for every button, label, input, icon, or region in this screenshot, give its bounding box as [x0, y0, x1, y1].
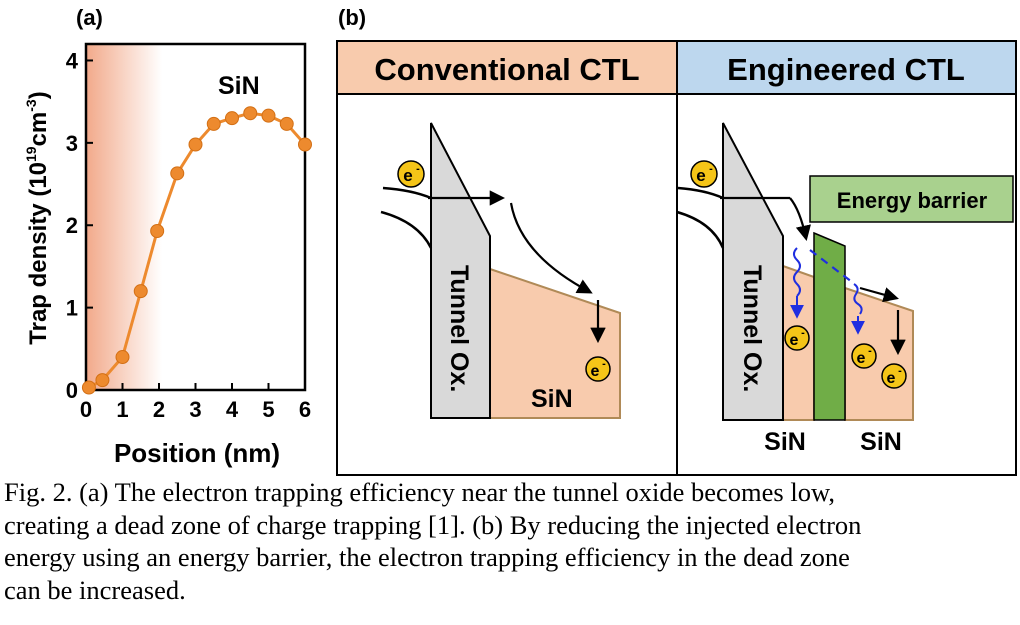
x-tick-label: 5: [262, 397, 274, 422]
x-tick-label: 0: [80, 397, 92, 422]
x-tick-label: 4: [226, 397, 239, 422]
figure-caption: Fig. 2. (a) The electron trapping effici…: [4, 476, 1016, 606]
svg-text:e: e: [403, 166, 412, 185]
conventional-header-bg: [337, 41, 677, 94]
svg-text:e: e: [857, 350, 866, 367]
caption-line: can be increased.: [4, 574, 186, 605]
conventional-tunnel-label: Tunnel Ox.: [445, 265, 473, 392]
caption-line: energy using an energy barrier, the elec…: [4, 542, 850, 572]
engineered-electron-trapped-right-2: e -: [881, 363, 907, 389]
engineered-electron-injected: e -: [690, 160, 718, 188]
svg-text:-: -: [416, 163, 420, 175]
data-point: [298, 137, 312, 152]
y-axis-label: Trap density (1019cm-3): [23, 91, 52, 344]
data-point: [279, 116, 294, 131]
panel-a-label: (a): [76, 5, 103, 30]
svg-text:e: e: [591, 363, 600, 380]
svg-text:e: e: [696, 166, 705, 185]
engineered-barrier-layer: [813, 231, 846, 421]
x-tick-label: 6: [299, 397, 311, 422]
conventional-electron-trapped: e -: [585, 356, 611, 382]
data-point: [243, 106, 258, 121]
y-tick-label: 3: [66, 131, 78, 156]
engineered-electron-trapped-left: e -: [784, 325, 810, 351]
y-tick-label: 2: [66, 213, 78, 238]
data-point: [95, 373, 110, 388]
data-point: [81, 380, 96, 395]
svg-text:-: -: [801, 327, 805, 339]
data-point: [170, 166, 185, 181]
engineered-header-bg: [677, 41, 1016, 94]
panel-b-diagram: (b) Conventional CTL Engineered CTL Tunn…: [336, 5, 1017, 476]
engineered-electron-trapped-right-1: e -: [851, 343, 877, 369]
y-tick-label: 4: [66, 48, 79, 73]
conventional-sin-label: SiN: [531, 385, 573, 413]
engineered-tunnel-label: Tunnel Ox.: [738, 265, 766, 392]
engineered-sin-left-label: SiN: [764, 428, 806, 456]
data-point: [225, 111, 239, 126]
x-tick-label: 1: [116, 397, 128, 422]
x-tick-label: 3: [189, 397, 201, 422]
conventional-electron-injected: e -: [397, 160, 425, 188]
engineered-header: Engineered CTL: [727, 52, 965, 87]
data-point: [133, 284, 148, 299]
data-point: [188, 137, 203, 152]
engineered-band-diagram: Tunnel Ox. Energy barrier e -: [676, 122, 1014, 456]
engineered-sin-right-label: SiN: [860, 428, 902, 456]
conventional-header: Conventional CTL: [374, 52, 639, 87]
svg-text:-: -: [868, 345, 872, 357]
conventional-band-diagram: Tunnel Ox. e - e - SiN: [380, 122, 621, 419]
y-tick-label: 0: [66, 378, 78, 403]
svg-text:e: e: [790, 332, 799, 349]
y-tick-label: 1: [66, 296, 78, 321]
series-annotation-sin: SiN: [218, 72, 260, 100]
dead-zone-shading: [86, 44, 162, 390]
data-point: [206, 116, 221, 131]
svg-text:-: -: [602, 358, 606, 370]
svg-text:-: -: [898, 365, 902, 377]
svg-text:-: -: [709, 163, 713, 175]
data-point: [115, 350, 130, 365]
data-point: [150, 224, 165, 239]
x-tick-label: 2: [153, 397, 165, 422]
energy-barrier-box: [809, 175, 1014, 223]
energy-barrier-label: Energy barrier: [837, 188, 988, 213]
panel-b-label: (b): [338, 5, 366, 30]
data-point: [261, 108, 276, 123]
svg-text:e: e: [887, 370, 896, 387]
caption-line: Fig. 2. (a) The electron trapping effici…: [4, 477, 836, 507]
caption-line: creating a dead zone of charge trapping …: [4, 509, 862, 540]
x-axis-label: Position (nm): [114, 438, 280, 468]
